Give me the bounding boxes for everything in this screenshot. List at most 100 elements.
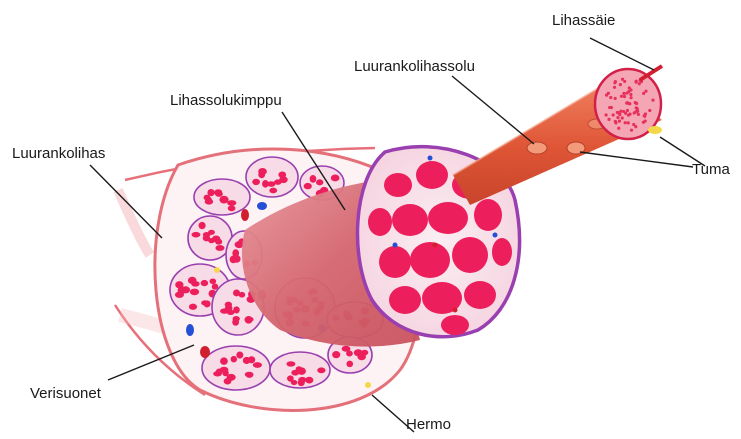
- myofibril: [618, 120, 621, 123]
- myofibril: [625, 92, 628, 95]
- muscle-fiber: [215, 245, 224, 251]
- muscle-fiber: [452, 237, 488, 273]
- muscle-fiber: [298, 377, 306, 383]
- myofibril: [604, 113, 607, 116]
- muscle-fiber: [214, 189, 222, 195]
- muscle-fiber: [278, 171, 286, 177]
- myofibril: [619, 83, 622, 86]
- muscle-fiber: [213, 371, 222, 376]
- myofibril: [643, 115, 646, 118]
- muscle-fiber: [191, 232, 200, 238]
- muscle-fiber: [199, 222, 206, 229]
- myofibril: [608, 106, 611, 109]
- myofibril: [628, 113, 631, 116]
- myofibril: [623, 80, 626, 83]
- myofibril: [607, 92, 610, 95]
- myofibril: [625, 102, 628, 105]
- myofibril: [616, 111, 619, 114]
- myofibril: [648, 109, 651, 112]
- blood-vessel: [433, 243, 438, 248]
- myofibril: [614, 97, 617, 100]
- myofibril: [613, 81, 616, 84]
- muscle-fiber: [258, 168, 267, 175]
- muscle-fiber: [191, 281, 199, 287]
- myofibril: [651, 99, 654, 102]
- muscle-fiber: [416, 161, 448, 189]
- myofibril: [620, 95, 623, 98]
- muscle-fiber: [441, 315, 469, 335]
- muscle-fiber: [239, 292, 246, 298]
- myofibril: [627, 121, 630, 124]
- muscle-fiber: [269, 188, 277, 194]
- luurankolihassolu-cell: [453, 66, 662, 205]
- myofibril: [612, 113, 615, 116]
- label-hermo: Hermo: [406, 416, 451, 433]
- muscle-fiber: [267, 181, 276, 187]
- blood-vessel: [214, 267, 220, 273]
- muscle-fiber: [310, 175, 317, 183]
- myofibril: [613, 86, 616, 89]
- muscle-fiber: [227, 200, 236, 206]
- muscle-fiber: [203, 232, 211, 237]
- myofibril: [635, 106, 638, 109]
- label-verisuonet: Verisuonet: [30, 385, 101, 402]
- myofibril: [642, 92, 645, 95]
- muscle-fiber: [331, 175, 340, 182]
- myofibril: [609, 96, 612, 99]
- muscle-fiber: [361, 350, 368, 356]
- muscle-fiber: [227, 374, 236, 381]
- muscle-fiber: [384, 173, 412, 197]
- muscle-fiber: [227, 310, 235, 315]
- muscle-fiber: [190, 289, 199, 296]
- muscle-fiber: [181, 286, 190, 293]
- label-lihassolukimppu: Lihassolukimppu: [170, 92, 282, 109]
- small-bundle: [202, 346, 270, 390]
- muscle-fiber: [189, 304, 197, 310]
- blood-vessel: [365, 382, 371, 388]
- muscle-fiber: [245, 372, 254, 377]
- myofibril: [629, 93, 632, 96]
- muscle-fiber: [291, 380, 297, 385]
- muscle-fiber: [245, 316, 253, 324]
- myofibril: [629, 96, 632, 99]
- muscle-fiber: [392, 204, 428, 236]
- myofibril: [634, 110, 637, 113]
- myofibril: [623, 95, 626, 98]
- muscle-fiber: [342, 346, 351, 352]
- muscle-fiber: [492, 238, 512, 266]
- muscle-fiber: [207, 189, 214, 196]
- muscle-fiber: [243, 357, 251, 364]
- tuma-end: [648, 126, 662, 134]
- myofibril: [635, 80, 638, 83]
- muscle-fiber: [474, 199, 502, 231]
- muscle-fiber: [201, 280, 208, 286]
- muscle-fiber: [225, 302, 232, 308]
- muscle-fiber: [252, 179, 260, 185]
- myofibril: [642, 121, 645, 124]
- blood-vessel: [200, 346, 210, 358]
- muscle-fiber: [428, 202, 468, 234]
- myofibril: [607, 118, 610, 121]
- muscle-fiber: [175, 281, 183, 288]
- myofibril: [622, 92, 625, 95]
- blood-vessel: [186, 324, 194, 336]
- muscle-fiber: [232, 249, 239, 257]
- muscle-fiber: [346, 361, 353, 367]
- label-tuma: Tuma: [692, 161, 730, 178]
- label-luurankolihassolu: Luurankolihassolu: [354, 58, 475, 75]
- muscle-fiber: [389, 286, 421, 314]
- muscle-fiber: [204, 300, 211, 307]
- myofibril: [628, 86, 631, 89]
- myofibril: [616, 116, 619, 119]
- muscle-fiber: [410, 242, 450, 278]
- muscle-fiber: [316, 179, 323, 185]
- muscle-fiber: [296, 366, 302, 372]
- muscle-fiber: [253, 362, 262, 368]
- muscle-fiber: [205, 199, 213, 205]
- muscle-fiber: [332, 351, 340, 358]
- muscle-fiber: [231, 356, 237, 362]
- muscle-fiber: [304, 183, 312, 189]
- blood-vessel: [453, 308, 458, 313]
- muscle-fiber: [236, 352, 243, 359]
